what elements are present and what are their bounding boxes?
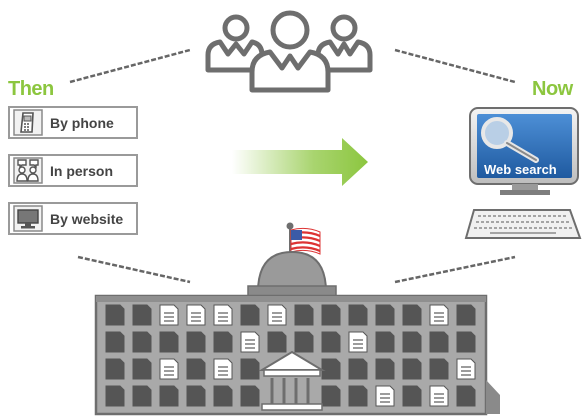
- keyboard-icon: [464, 209, 582, 239]
- window: [105, 331, 125, 353]
- magnifier-icon: [481, 117, 539, 163]
- window: [456, 331, 476, 353]
- method-by-website: By website: [8, 202, 138, 235]
- document-icon: [159, 304, 179, 326]
- window: [105, 304, 125, 326]
- window: [213, 385, 233, 407]
- window: [105, 385, 125, 407]
- document-icon: [213, 358, 233, 380]
- window: [429, 358, 449, 380]
- computer-icon: [10, 204, 46, 233]
- window: [294, 304, 314, 326]
- people-group-icon: [205, 10, 373, 93]
- window: [321, 331, 341, 353]
- window: [186, 385, 206, 407]
- computer-monitor: [469, 107, 579, 195]
- window: [159, 331, 179, 353]
- window: [105, 358, 125, 380]
- window: [402, 358, 422, 380]
- document-icon: [348, 331, 368, 353]
- web-search-label: Web search: [484, 162, 557, 177]
- method-in-person: In person: [8, 154, 138, 187]
- document-icon: [429, 304, 449, 326]
- method-label: By phone: [50, 114, 114, 131]
- phone-icon: [10, 108, 46, 137]
- window: [294, 331, 314, 353]
- method-label: In person: [50, 162, 114, 179]
- window: [240, 385, 260, 407]
- window: [348, 304, 368, 326]
- document-icon: [240, 331, 260, 353]
- method-by-phone: By phone: [8, 106, 138, 139]
- window: [348, 358, 368, 380]
- method-label: By website: [50, 210, 124, 227]
- then-label: Then: [8, 78, 54, 100]
- window: [132, 358, 152, 380]
- window: [402, 304, 422, 326]
- window: [375, 331, 395, 353]
- window: [429, 331, 449, 353]
- window: [375, 358, 395, 380]
- document-icon: [429, 385, 449, 407]
- flag-icon: [286, 222, 321, 262]
- government-building-icon: [94, 222, 500, 416]
- window: [375, 304, 395, 326]
- document-icon: [267, 304, 287, 326]
- document-icon: [159, 358, 179, 380]
- document-icon: [213, 304, 233, 326]
- window: [348, 385, 368, 407]
- window: [186, 358, 206, 380]
- people-icon: [10, 156, 46, 185]
- window: [240, 358, 260, 380]
- window: [456, 385, 476, 407]
- document-icon: [456, 358, 476, 380]
- window: [213, 331, 233, 353]
- now-label: Now: [532, 78, 573, 100]
- arrow-right-icon: [232, 138, 368, 186]
- window: [132, 331, 152, 353]
- window: [240, 304, 260, 326]
- window: [402, 331, 422, 353]
- window: [321, 304, 341, 326]
- window: [132, 385, 152, 407]
- connector-lines: [69, 48, 516, 284]
- document-icon: [375, 385, 395, 407]
- window: [267, 331, 287, 353]
- window: [321, 358, 341, 380]
- document-icon: [186, 304, 206, 326]
- window: [159, 385, 179, 407]
- window: [402, 385, 422, 407]
- window: [132, 304, 152, 326]
- window: [186, 331, 206, 353]
- window: [456, 304, 476, 326]
- window: [321, 385, 341, 407]
